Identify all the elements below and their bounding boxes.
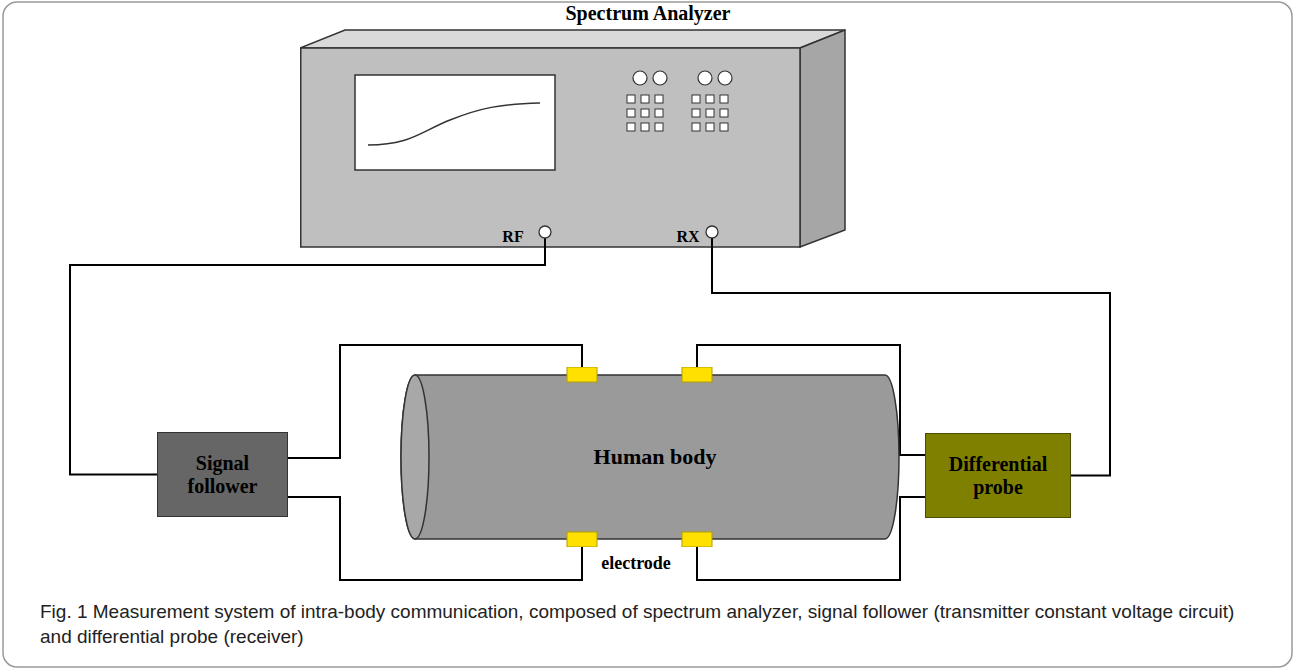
button: [641, 95, 649, 103]
button: [720, 123, 728, 131]
button: [692, 109, 700, 117]
electrode-pad: [682, 532, 712, 547]
knob: [633, 71, 647, 85]
analyzer-front: [301, 48, 800, 247]
port-label: RX: [676, 228, 699, 246]
node-label: Human body: [594, 444, 717, 469]
button: [706, 95, 714, 103]
figure-caption: Fig. 1 Measurement system of intra-body …: [40, 600, 1260, 649]
node-label: Signal follower: [158, 452, 287, 498]
button: [627, 123, 635, 131]
port-stub: [711, 238, 713, 248]
button: [641, 123, 649, 131]
button: [692, 95, 700, 103]
button: [706, 123, 714, 131]
node-label: Differential probe: [926, 453, 1070, 499]
port-connector: [706, 226, 718, 238]
button: [655, 95, 663, 103]
button: [641, 109, 649, 117]
button: [692, 123, 700, 131]
electrode-pad: [567, 532, 597, 547]
button: [655, 123, 663, 131]
knob: [653, 71, 667, 85]
button: [655, 109, 663, 117]
signal-follower-box: Signal follower: [157, 432, 288, 517]
analyzer-illustration: [300, 0, 850, 248]
button: [720, 95, 728, 103]
electrode-pad: [682, 367, 712, 382]
button: [627, 109, 635, 117]
device-title: Spectrum Analyzer: [498, 2, 798, 25]
frame-border: [3, 2, 1292, 667]
button: [720, 109, 728, 117]
port-stub: [544, 238, 546, 248]
electrode-pad: [567, 367, 597, 382]
analyzer-screen: [355, 75, 555, 170]
knob: [698, 71, 712, 85]
electrode-label: electrode: [601, 553, 671, 574]
port-connector: [539, 226, 551, 238]
differential-probe-box: Differential probe: [925, 433, 1071, 518]
port-label: RF: [502, 228, 523, 246]
analyzer-side: [800, 30, 845, 247]
analyzer-top: [300, 30, 845, 48]
button: [627, 95, 635, 103]
spectrum-analyzer: Spectrum Analyzer: [300, 0, 850, 248]
knob: [718, 71, 732, 85]
cylinder-end: [401, 375, 429, 539]
cylinder: [401, 375, 899, 539]
button: [706, 109, 714, 117]
screen-trace: [368, 103, 540, 145]
human-body-cylinder: Human body: [400, 367, 910, 547]
